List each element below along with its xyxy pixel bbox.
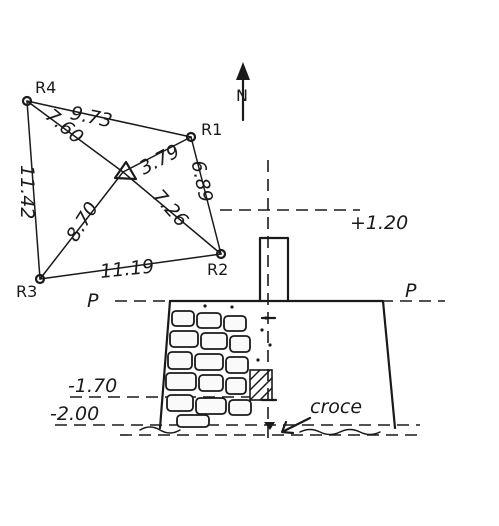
- stone: [171, 310, 195, 327]
- cross-arrow-head: [280, 420, 295, 435]
- stone: [195, 397, 227, 415]
- foundation-left-edge: [158, 299, 172, 430]
- line-r3-station: [39, 171, 124, 280]
- dist-r4-r3: 11.42: [16, 165, 38, 219]
- hatch: [249, 369, 261, 381]
- stone: [196, 312, 222, 329]
- level-bottom-label: -2.00: [50, 403, 99, 425]
- pillar: [258, 236, 290, 303]
- stone: [200, 332, 228, 350]
- plane-label-left: P: [87, 290, 99, 312]
- hatch: [259, 387, 273, 401]
- point-r2: [215, 248, 227, 260]
- north-label: N: [236, 86, 248, 105]
- north-arrow-icon: N: [236, 62, 250, 122]
- hatch: [249, 369, 271, 391]
- station-triangle: [113, 160, 138, 181]
- stone: [169, 330, 199, 348]
- line-r4-station: [26, 100, 124, 173]
- point-r1: [185, 131, 197, 143]
- line-r4-r1: [26, 100, 192, 138]
- stone: [223, 315, 247, 332]
- dist-r1-r2: 6.89: [187, 158, 217, 204]
- gravel: [203, 304, 207, 308]
- north-arrow-head: [236, 62, 250, 80]
- gravel: [268, 343, 272, 347]
- cross-label: croce: [310, 396, 362, 418]
- stone: [198, 374, 224, 392]
- hatched-marker: [249, 369, 273, 401]
- triangulation-lines: [26, 100, 222, 280]
- point-r3: [34, 273, 46, 285]
- gravel: [230, 305, 234, 309]
- hatch: [249, 377, 273, 401]
- benchmark-marker: [264, 422, 275, 430]
- stone: [165, 372, 197, 391]
- line-r1-station: [122, 136, 192, 173]
- stone: [229, 335, 251, 353]
- level-mid-label: -1.70: [68, 375, 117, 397]
- stone: [194, 353, 224, 371]
- dist-r3-r2: 11.19: [99, 255, 155, 283]
- label-r4: R4: [35, 78, 56, 97]
- dist-r1-station: 3.79: [136, 140, 184, 179]
- stone: [228, 399, 252, 416]
- plane-label-right: P: [405, 280, 417, 302]
- stone: [176, 414, 210, 428]
- gravel: [256, 358, 260, 362]
- masonry-block: [165, 304, 272, 428]
- cross-arrow-icon: [280, 416, 312, 435]
- line-r4-r3: [26, 100, 41, 280]
- stone: [167, 351, 193, 370]
- line-r1-r2: [190, 136, 222, 255]
- line-r2-station: [122, 171, 222, 255]
- stone: [166, 394, 194, 412]
- foundation-right-edge: [168, 299, 397, 430]
- cross-arrow-shaft: [282, 416, 312, 433]
- label-r2: R2: [207, 260, 228, 279]
- stone: [225, 377, 247, 395]
- label-r1: R1: [201, 120, 222, 139]
- stone: [225, 356, 249, 374]
- label-r3: R3: [16, 282, 37, 301]
- ground-scribble: [139, 426, 181, 434]
- point-r4: [21, 95, 33, 107]
- ground-scribble: [299, 428, 381, 436]
- level-top-label: +1.20: [350, 212, 408, 234]
- line-r3-r2: [39, 253, 222, 280]
- gravel: [260, 328, 264, 332]
